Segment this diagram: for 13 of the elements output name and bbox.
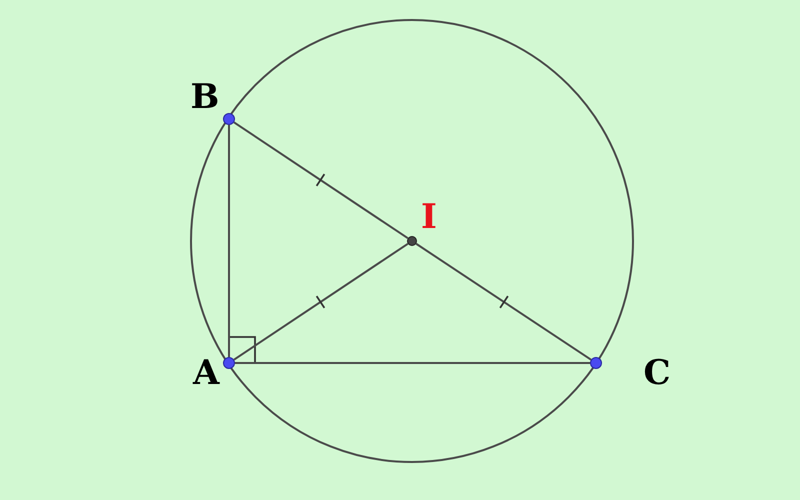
point <box>223 113 235 125</box>
line-segment <box>233 122 408 240</box>
line-segment <box>416 242 592 361</box>
point <box>223 357 235 369</box>
point <box>590 357 602 369</box>
point <box>407 236 417 246</box>
point-label: C <box>644 356 671 390</box>
point-label: B <box>190 80 220 114</box>
point-label: A <box>193 356 220 390</box>
point-label: I <box>421 200 437 234</box>
line-segment <box>233 242 408 360</box>
line-segment <box>235 362 590 364</box>
line-segment <box>228 125 230 357</box>
